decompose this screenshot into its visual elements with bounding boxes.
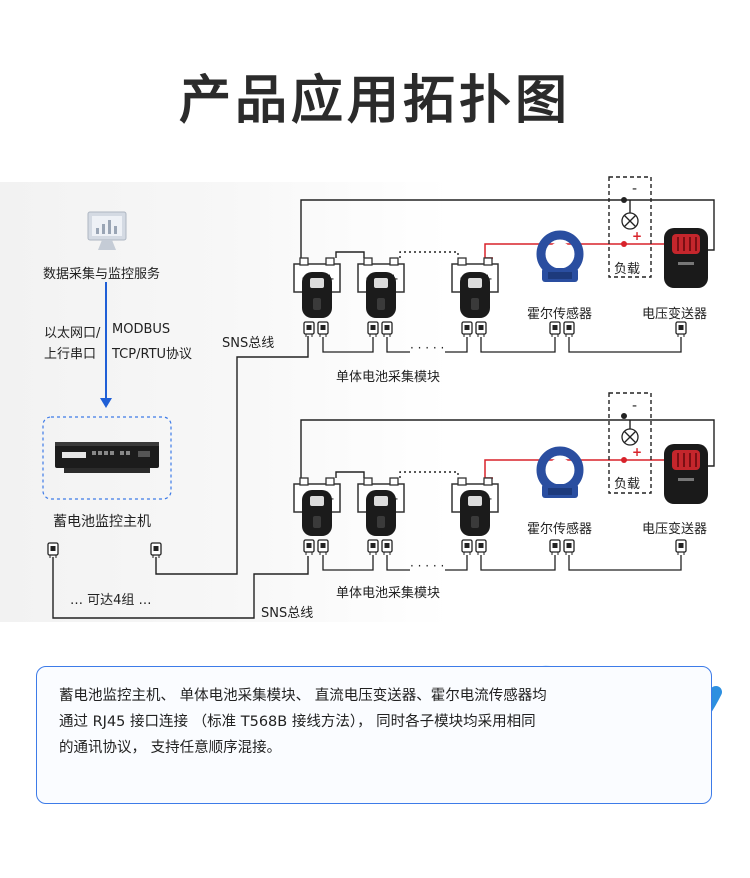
load-label-1: 负载: [614, 262, 641, 277]
sns-bus-label-2: SNS总线: [261, 606, 314, 621]
host-device-icon: [55, 442, 159, 473]
hall-sensor-label-1: 霍尔传感器: [527, 307, 593, 322]
plus-sign-2: +: [632, 445, 643, 459]
minus-sign-2: -: [632, 398, 638, 414]
modbus-label: MODBUS: [112, 322, 171, 337]
host-port-left: [47, 542, 59, 559]
minus-sign-1: -: [632, 181, 638, 197]
sns-bus-label-1: SNS总线: [222, 336, 275, 351]
tcp-rtu-label: TCP/RTU协议: [112, 347, 193, 362]
module-label-1: 单体电池采集模块: [336, 370, 441, 385]
uplink-serial-label: 上行串口: [44, 347, 97, 362]
host-dashed-frame: [42, 416, 172, 500]
plus-sign-1: +: [632, 229, 643, 243]
chain-dots-1: · · · · ·: [410, 341, 445, 355]
voltage-transmitter-label-2: 电压变送器: [642, 522, 708, 537]
voltage-transmitter-label-1: 电压变送器: [642, 307, 708, 322]
host-port-right: [150, 542, 162, 559]
ethernet-label: 以太网口/: [44, 326, 101, 341]
up-to-4-groups-label: … 可达4组 …: [70, 593, 152, 608]
monitor-computer-icon: [87, 211, 127, 250]
sns-bus-wire-1: [155, 336, 309, 575]
uplink-arrow-head: [100, 398, 112, 408]
info-box: 蓄电池监控主机、 单体电池采集模块、 直流电压变送器、霍尔电流传感器均通过 RJ…: [36, 666, 712, 804]
page-title: 产品应用拓扑图: [178, 71, 571, 131]
load-label-2: 负载: [614, 477, 641, 492]
chain-dots-2: · · · · ·: [410, 559, 445, 573]
battery-group-1: [293, 176, 715, 353]
info-text: 蓄电池监控主机、 单体电池采集模块、 直流电压变送器、霍尔电流传感器均通过 RJ…: [59, 688, 547, 756]
host-label: 蓄电池监控主机: [53, 514, 151, 530]
hall-sensor-label-2: 霍尔传感器: [527, 522, 593, 537]
monitor-service-label: 数据采集与监控服务: [43, 267, 161, 282]
sns-bus-wire-2: [52, 556, 309, 619]
battery-group-2: [293, 392, 715, 571]
module-label-2: 单体电池采集模块: [336, 586, 441, 601]
